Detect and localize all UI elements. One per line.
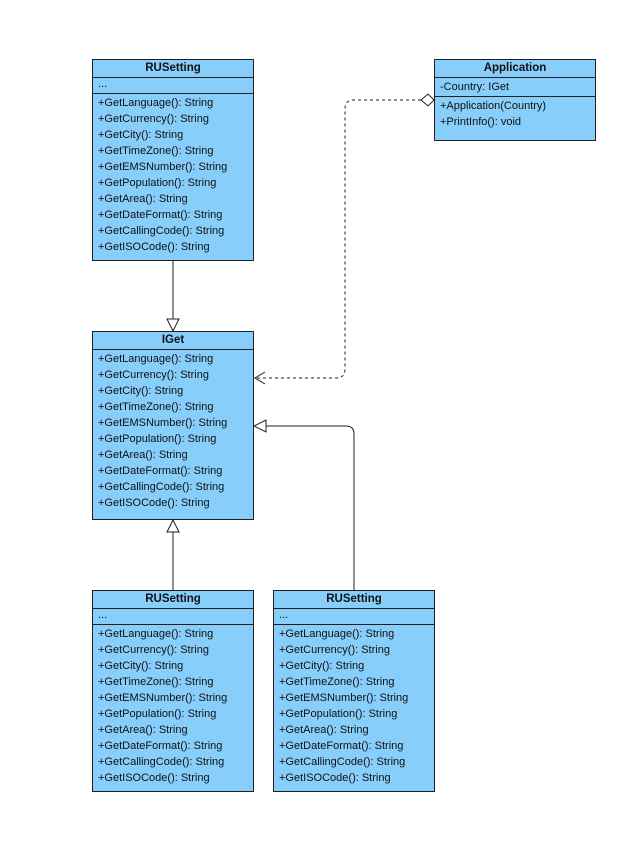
method-row: +GetEMSNumber(): String	[98, 692, 228, 704]
attribute-row: -Country: IGet	[440, 81, 510, 93]
method-row: +GetDateFormat(): String	[279, 740, 404, 752]
class-application[interactable]: Application -Country: IGet +Application(…	[434, 59, 596, 141]
class-title: RUSetting	[93, 591, 253, 609]
class-title: RUSetting	[274, 591, 434, 609]
method-row: +GetCallingCode(): String	[279, 756, 406, 768]
method-row: +GetTimeZone(): String	[98, 145, 214, 157]
methods-section: +GetLanguage(): String +GetCurrency(): S…	[274, 625, 434, 787]
method-row: +GetEMSNumber(): String	[98, 417, 228, 429]
methods-section: +GetLanguage(): String +GetCurrency(): S…	[93, 350, 253, 512]
method-row: +GetCurrency(): String	[98, 369, 209, 381]
generalization-arrowhead-top	[166, 318, 180, 333]
class-rusetting-bottom-right[interactable]: RUSetting ... +GetLanguage(): String +Ge…	[273, 590, 435, 792]
method-row: +GetISOCode(): String	[98, 241, 210, 253]
method-row: +GetISOCode(): String	[98, 772, 210, 784]
method-row: +GetCity(): String	[279, 660, 365, 672]
method-row: +GetCity(): String	[98, 129, 184, 141]
method-row: +GetLanguage(): String	[98, 353, 214, 365]
method-row: +GetArea(): String	[98, 724, 188, 736]
aggregation-diamond	[420, 93, 435, 107]
generalization-line-bottom-right	[266, 425, 355, 590]
class-rusetting-bottom-left[interactable]: RUSetting ... +GetLanguage(): String +Ge…	[92, 590, 254, 792]
generalization-arrowhead-bottom-right	[252, 419, 267, 433]
method-row: +GetDateFormat(): String	[98, 209, 223, 221]
attribute-row: ...	[98, 609, 108, 621]
method-row: +GetEMSNumber(): String	[279, 692, 409, 704]
method-row: +GetArea(): String	[98, 193, 188, 205]
class-title: RUSetting	[93, 60, 253, 78]
method-row: +GetTimeZone(): String	[98, 401, 214, 413]
methods-section: +Application(Country) +PrintInfo(): void	[435, 97, 595, 131]
method-row: +GetPopulation(): String	[98, 708, 217, 720]
method-row: +GetCity(): String	[98, 660, 184, 672]
method-row: +GetCurrency(): String	[279, 644, 390, 656]
method-row: +GetDateFormat(): String	[98, 465, 223, 477]
method-row: +GetPopulation(): String	[279, 708, 398, 720]
method-row: +GetLanguage(): String	[98, 628, 214, 640]
class-title: Application	[435, 60, 595, 78]
method-row: +GetLanguage(): String	[279, 628, 395, 640]
dependency-arrowhead-application	[254, 371, 266, 385]
attributes-section: ...	[274, 609, 434, 625]
method-row: +GetCurrency(): String	[98, 113, 209, 125]
class-title: IGet	[93, 332, 253, 350]
attributes-section: ...	[93, 78, 253, 94]
method-row: +Application(Country)	[440, 100, 547, 112]
dependency-line-application	[256, 99, 421, 379]
method-row: +GetISOCode(): String	[279, 772, 391, 784]
attributes-section: -Country: IGet	[435, 78, 595, 97]
method-row: +GetCallingCode(): String	[98, 225, 225, 237]
methods-section: +GetLanguage(): String +GetCurrency(): S…	[93, 625, 253, 787]
attributes-section: ...	[93, 609, 253, 625]
method-row: +GetCurrency(): String	[98, 644, 209, 656]
methods-section: +GetLanguage(): String +GetCurrency(): S…	[93, 94, 253, 256]
method-row: +GetCity(): String	[98, 385, 184, 397]
method-row: +GetPopulation(): String	[98, 177, 217, 189]
method-row: +GetEMSNumber(): String	[98, 161, 228, 173]
method-row: +GetDateFormat(): String	[98, 740, 223, 752]
method-row: +GetArea(): String	[279, 724, 369, 736]
method-row: +GetPopulation(): String	[98, 433, 217, 445]
class-iget[interactable]: IGet +GetLanguage(): String +GetCurrency…	[92, 331, 254, 520]
class-rusetting-top[interactable]: RUSetting ... +GetLanguage(): String +Ge…	[92, 59, 254, 261]
method-row: +GetISOCode(): String	[98, 497, 210, 509]
attribute-row: ...	[98, 78, 108, 90]
method-row: +GetTimeZone(): String	[98, 676, 214, 688]
method-row: +PrintInfo(): void	[440, 116, 522, 128]
method-row: +GetLanguage(): String	[98, 97, 214, 109]
method-row: +GetTimeZone(): String	[279, 676, 395, 688]
method-row: +GetCallingCode(): String	[98, 756, 225, 768]
generalization-arrowhead-bottom-left	[166, 518, 180, 533]
method-row: +GetArea(): String	[98, 449, 188, 461]
attribute-row: ...	[279, 609, 289, 621]
method-row: +GetCallingCode(): String	[98, 481, 225, 493]
